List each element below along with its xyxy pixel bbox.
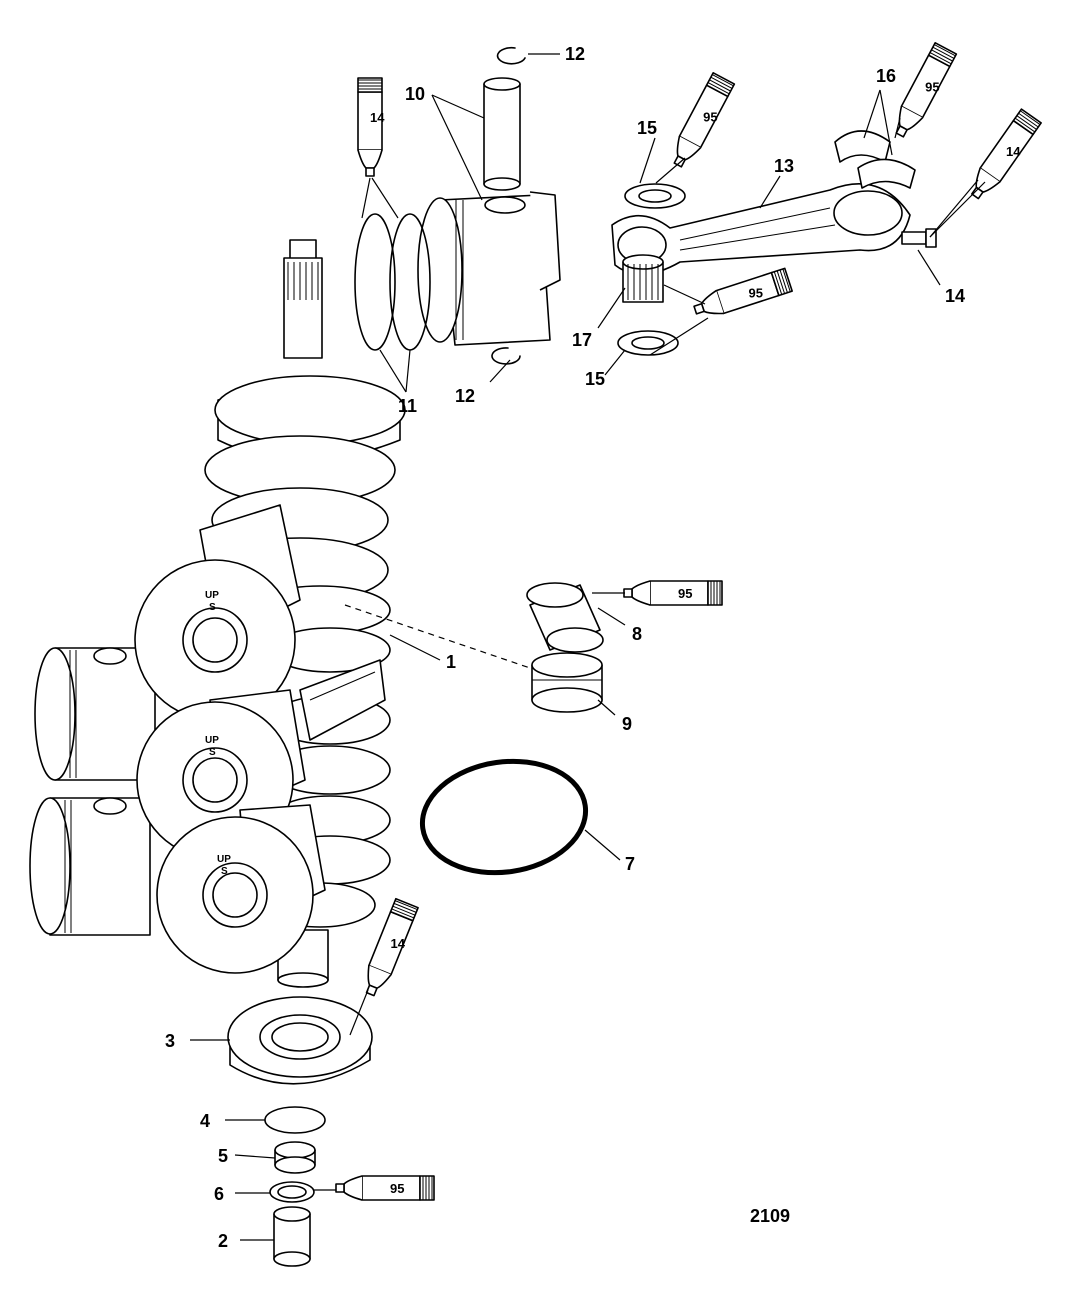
rod-bolt (901, 228, 937, 248)
tube-label: 95 (703, 109, 717, 124)
needle-bearing-8 (526, 582, 604, 653)
callout-10: 10 (405, 84, 425, 104)
tube-label: 14 (370, 110, 385, 125)
cage-bearing-halves (834, 130, 916, 189)
piston-mark-s: S (209, 747, 216, 758)
retaining-ring-4 (264, 1106, 326, 1134)
lubricant-tube-bearing8: 95 (623, 580, 723, 606)
callout-12-top: 12 (565, 44, 585, 64)
lubricant-tube-cage: 95 (888, 41, 958, 142)
callout-17: 17 (572, 330, 592, 350)
callout-6: 6 (214, 1184, 224, 1204)
callout-2: 2 (218, 1231, 228, 1251)
leader-lines (190, 53, 986, 1241)
callout-1: 1 (446, 652, 456, 672)
callout-12-bottom: 12 (455, 386, 475, 406)
piston-mark-s: S (209, 602, 216, 613)
lubricant-tube-bolt: 14 (964, 108, 1042, 204)
callout-16: 16 (876, 66, 896, 86)
crankcase-seal-ring-7 (419, 758, 589, 876)
tube-label: 95 (925, 79, 939, 94)
callout-15-top: 15 (637, 118, 657, 138)
sleeve-2 (273, 1206, 311, 1267)
piston-mark-up: UP (217, 854, 231, 865)
callout-9: 9 (622, 714, 632, 734)
piston-left-upper (34, 647, 156, 781)
callout-14-rod: 14 (945, 286, 965, 306)
lubricant-tube-seal6: 95 (335, 1175, 435, 1201)
piston-pin-clips (491, 46, 526, 365)
bushing-5 (274, 1141, 316, 1174)
callout-11: 11 (398, 396, 417, 416)
callout-4: 4 (200, 1111, 210, 1131)
callout-5: 5 (218, 1146, 228, 1166)
ball-bearing-3 (227, 996, 373, 1085)
lubricant-tube-needle: 95 (690, 267, 793, 323)
rod-washer-top (624, 183, 686, 209)
tube-label: 95 (678, 586, 692, 601)
rod-washer-bottom (617, 330, 679, 356)
seal-6 (269, 1181, 315, 1203)
tube-label: 14 (390, 936, 405, 951)
piston-left-lower (29, 797, 151, 936)
tube-label: 95 (749, 286, 763, 301)
piston-pin (483, 77, 521, 191)
needle-bearing-rod (622, 254, 664, 303)
piston-mark-s: S (221, 866, 228, 877)
piston-exploded (417, 191, 561, 346)
tube-label: 14 (1006, 144, 1021, 159)
callout-13: 13 (774, 156, 794, 176)
piston-mark-up: UP (205, 590, 219, 601)
callout-numbers: 12 10 11 12 15 16 13 14 17 15 8 1 9 7 3 … (165, 44, 965, 1251)
tube-label: 95 (390, 1181, 404, 1196)
callout-15-bottom: 15 (585, 369, 605, 389)
piston-front-3: UP S (156, 804, 326, 974)
figure-id: 2109 (750, 1206, 790, 1226)
piston-front-1: UP S (134, 504, 301, 721)
callout-7: 7 (625, 854, 635, 874)
lubricant-tube-bearing3: 14 (358, 897, 419, 1000)
connecting-rod (611, 183, 911, 276)
lubricant-tube-ring: 14 (357, 77, 385, 177)
piston-mark-up: UP (205, 735, 219, 746)
center-main-bearing-9 (531, 652, 603, 713)
callout-8: 8 (632, 624, 642, 644)
lubricant-tube-washer: 95 (666, 71, 736, 172)
callout-3: 3 (165, 1031, 175, 1051)
